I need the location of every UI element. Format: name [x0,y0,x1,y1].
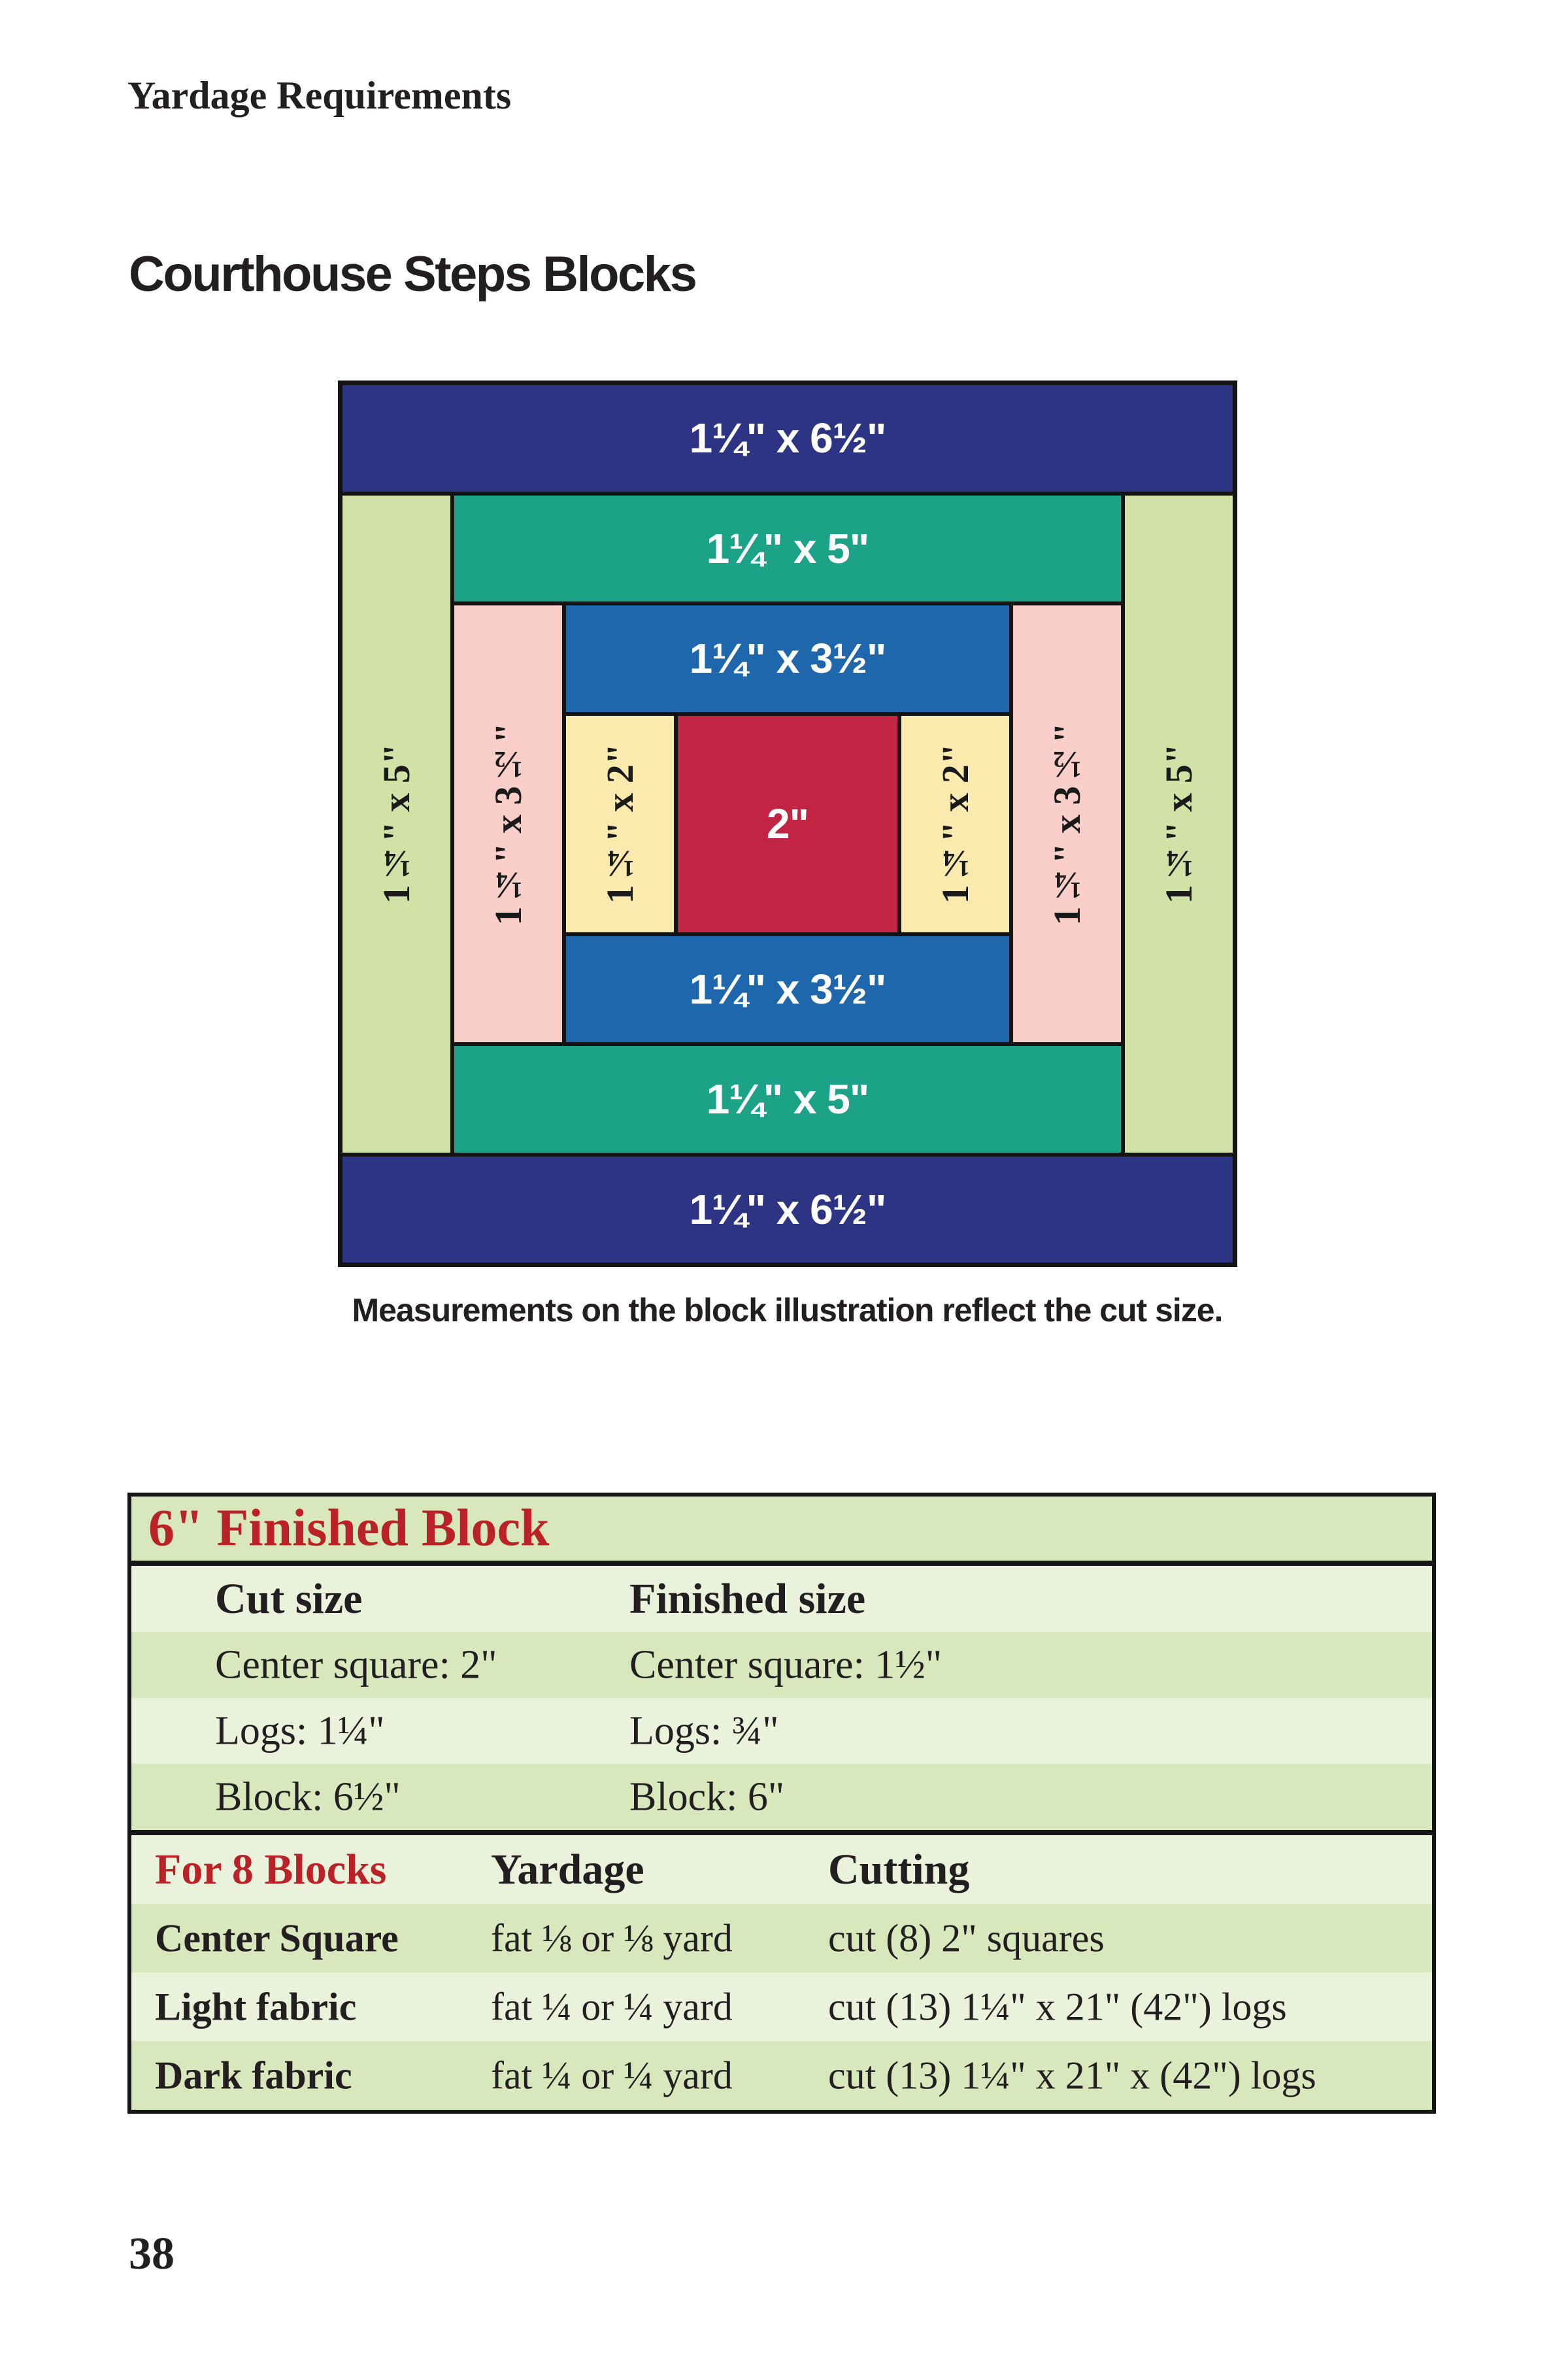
diagram-caption: Measurements on the block illustration r… [352,1292,1224,1329]
patch-label: 1¼" x 3½" [1046,722,1088,926]
yardage-table: 6" Finished Block Cut size Finished size… [127,1493,1436,2114]
table-row: Logs: 1¼" Logs: ¾" [131,1698,1432,1764]
patch-label: 1¼" x 6½" [689,1185,887,1233]
patch-label: 1¼" x 3½" [689,635,887,683]
table-title: 6" Finished Block [148,1499,550,1557]
table-row: Light fabric fat ¼ or ¼ yard cut (13) 1¼… [131,1972,1432,2041]
blocks-header-row: For 8 Blocks Yardage Cutting [131,1835,1432,1904]
table-cell: Light fabric [155,1985,357,2028]
table-divider [131,1830,1432,1835]
table-row: Dark fabric fat ¼ or ¼ yard cut (13) 1¼"… [131,2041,1432,2110]
patch-label: 1¼" x 5" [1158,743,1200,904]
patch-label: 1¼" x 5" [706,524,869,572]
patch-teal-bottom: 1¼" x 5" [454,1046,1121,1153]
patch-pink-left: 1¼" x 3½" [454,605,562,1042]
table-cell: Logs: ¾" [629,1708,779,1753]
patch-green-right: 1¼" x 5" [1125,495,1233,1153]
column-header-finished-size: Finished size [629,1574,866,1623]
table-cell: Center square: 1½" [629,1642,942,1687]
table-cell: Center square: 2" [215,1642,497,1687]
size-header-row: Cut size Finished size [131,1566,1432,1632]
patch-label: 1¼" x 5" [706,1075,869,1123]
column-header-yardage: Yardage [491,1845,644,1893]
table-cell: fat ⅛ or ⅛ yard [491,1916,733,1959]
patch-pink-right: 1¼" x 3½" [1013,605,1121,1042]
patch-label: 1¼" x 6½" [689,415,887,462]
patch-center-square: 2" [678,715,897,932]
table-title-row: 6" Finished Block [131,1497,1432,1561]
table-cell: Block: 6½" [215,1774,401,1819]
table-cell: fat ¼ or ¼ yard [491,2054,733,2097]
patch-label: 1¼" x 2" [934,743,976,904]
table-row: Center square: 2" Center square: 1½" [131,1632,1432,1698]
table-cell: Logs: 1¼" [215,1708,385,1753]
table-cell: fat ¼ or ¼ yard [491,1985,733,2028]
page-number: 38 [129,2229,175,2279]
table-cell: cut (13) 1¼" x 21" x (42") logs [828,2054,1316,2097]
patch-blue-top: 1¼" x 3½" [566,605,1009,712]
table-row: Center Square fat ⅛ or ⅛ yard cut (8) 2"… [131,1904,1432,1972]
block-diagram: 1¼" x 6½" 1¼" x 5" 1¼" x 5" 1¼" x 3½" 1¼… [338,381,1237,1267]
running-header: Yardage Requirements [127,74,512,117]
patch-label: 2" [767,800,809,847]
patch-navy-bottom: 1¼" x 6½" [342,1156,1233,1262]
page-title: Courthouse Steps Blocks [129,246,697,302]
patch-label: 1¼" x 3½" [487,722,529,926]
patch-label: 1¼" x 2" [599,743,641,904]
table-divider [131,1561,1432,1566]
patch-navy-top: 1¼" x 6½" [342,385,1233,492]
column-header-cut-size: Cut size [215,1574,363,1623]
patch-label: 1¼" x 3½" [689,965,887,1013]
patch-blue-bottom: 1¼" x 3½" [566,936,1009,1042]
patch-label: 1¼" x 5" [375,743,418,904]
patch-green-left: 1¼" x 5" [342,495,450,1153]
table-cell: cut (13) 1¼" x 21" (42") logs [828,1985,1287,2028]
column-header-cutting: Cutting [828,1845,970,1893]
table-cell: Center Square [155,1916,399,1959]
table-cell: Dark fabric [155,2054,352,2097]
patch-yellow-left: 1¼" x 2" [566,715,674,932]
table-row: Block: 6½" Block: 6" [131,1764,1432,1830]
patch-teal-top: 1¼" x 5" [454,495,1121,601]
patch-yellow-right: 1¼" x 2" [901,715,1009,932]
table-cell: cut (8) 2" squares [828,1916,1105,1959]
table-cell: Block: 6" [629,1774,785,1819]
column-header-for-8-blocks: For 8 Blocks [155,1845,387,1893]
